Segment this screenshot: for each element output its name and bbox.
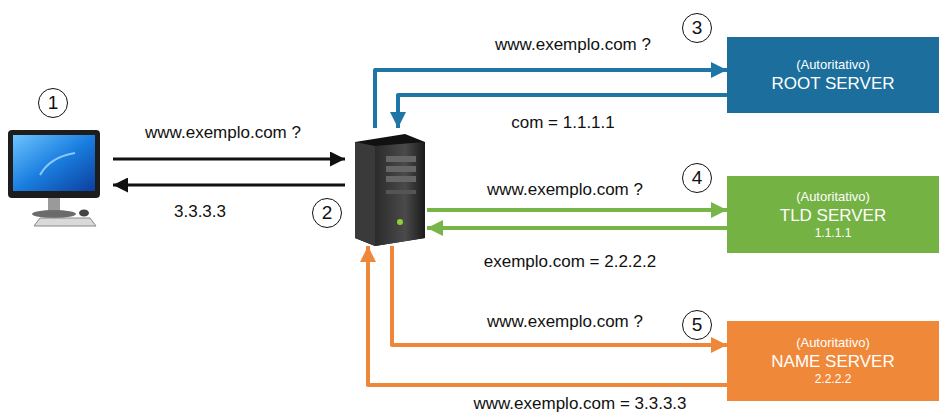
message-label: www.exemplo.com ? bbox=[495, 35, 651, 55]
message-label: www.exemplo.com ? bbox=[487, 312, 643, 332]
callout-number: 3 bbox=[682, 13, 712, 43]
query-arrow bbox=[113, 184, 345, 187]
callout-number: 1 bbox=[38, 88, 68, 118]
computer-icon bbox=[8, 130, 100, 226]
message-label: www.exemplo.com ? bbox=[145, 123, 301, 143]
server-name: ROOT SERVER bbox=[771, 73, 894, 94]
message-label: exemplo.com = 2.2.2.2 bbox=[484, 252, 656, 272]
role-caption: (Autoritativo) bbox=[796, 57, 870, 73]
message-label: www.exemplo.com = 3.3.3.3 bbox=[473, 394, 686, 414]
callout-number: 4 bbox=[682, 163, 712, 193]
role-caption: (Autoritativo) bbox=[796, 189, 870, 205]
query-arrow bbox=[427, 226, 727, 230]
query-arrow bbox=[368, 246, 727, 385]
root-server-box: (Autoritativo)ROOT SERVER bbox=[727, 37, 939, 113]
tld-server-box: (Autoritativo)TLD SERVER1.1.1.1 bbox=[727, 176, 939, 253]
server-name: NAME SERVER bbox=[771, 351, 894, 372]
name-server-box: (Autoritativo)NAME SERVER2.2.2.2 bbox=[727, 321, 939, 401]
query-arrow bbox=[427, 208, 727, 212]
query-arrow bbox=[113, 158, 345, 161]
query-arrow bbox=[392, 246, 727, 345]
message-label: www.exemplo.com ? bbox=[487, 180, 643, 200]
server-address: 1.1.1.1 bbox=[815, 226, 852, 241]
server-name: TLD SERVER bbox=[780, 205, 886, 226]
callout-number: 2 bbox=[312, 198, 342, 228]
dns-resolver: 2 bbox=[345, 128, 427, 246]
message-label: com = 1.1.1.1 bbox=[511, 113, 614, 133]
server-tower-icon bbox=[355, 134, 425, 246]
callout-number: 5 bbox=[682, 310, 712, 340]
client-computer: 1 bbox=[5, 88, 113, 230]
message-label: 3.3.3.3 bbox=[174, 202, 226, 222]
server-address: 2.2.2.2 bbox=[815, 372, 852, 387]
role-caption: (Autoritativo) bbox=[796, 335, 870, 351]
